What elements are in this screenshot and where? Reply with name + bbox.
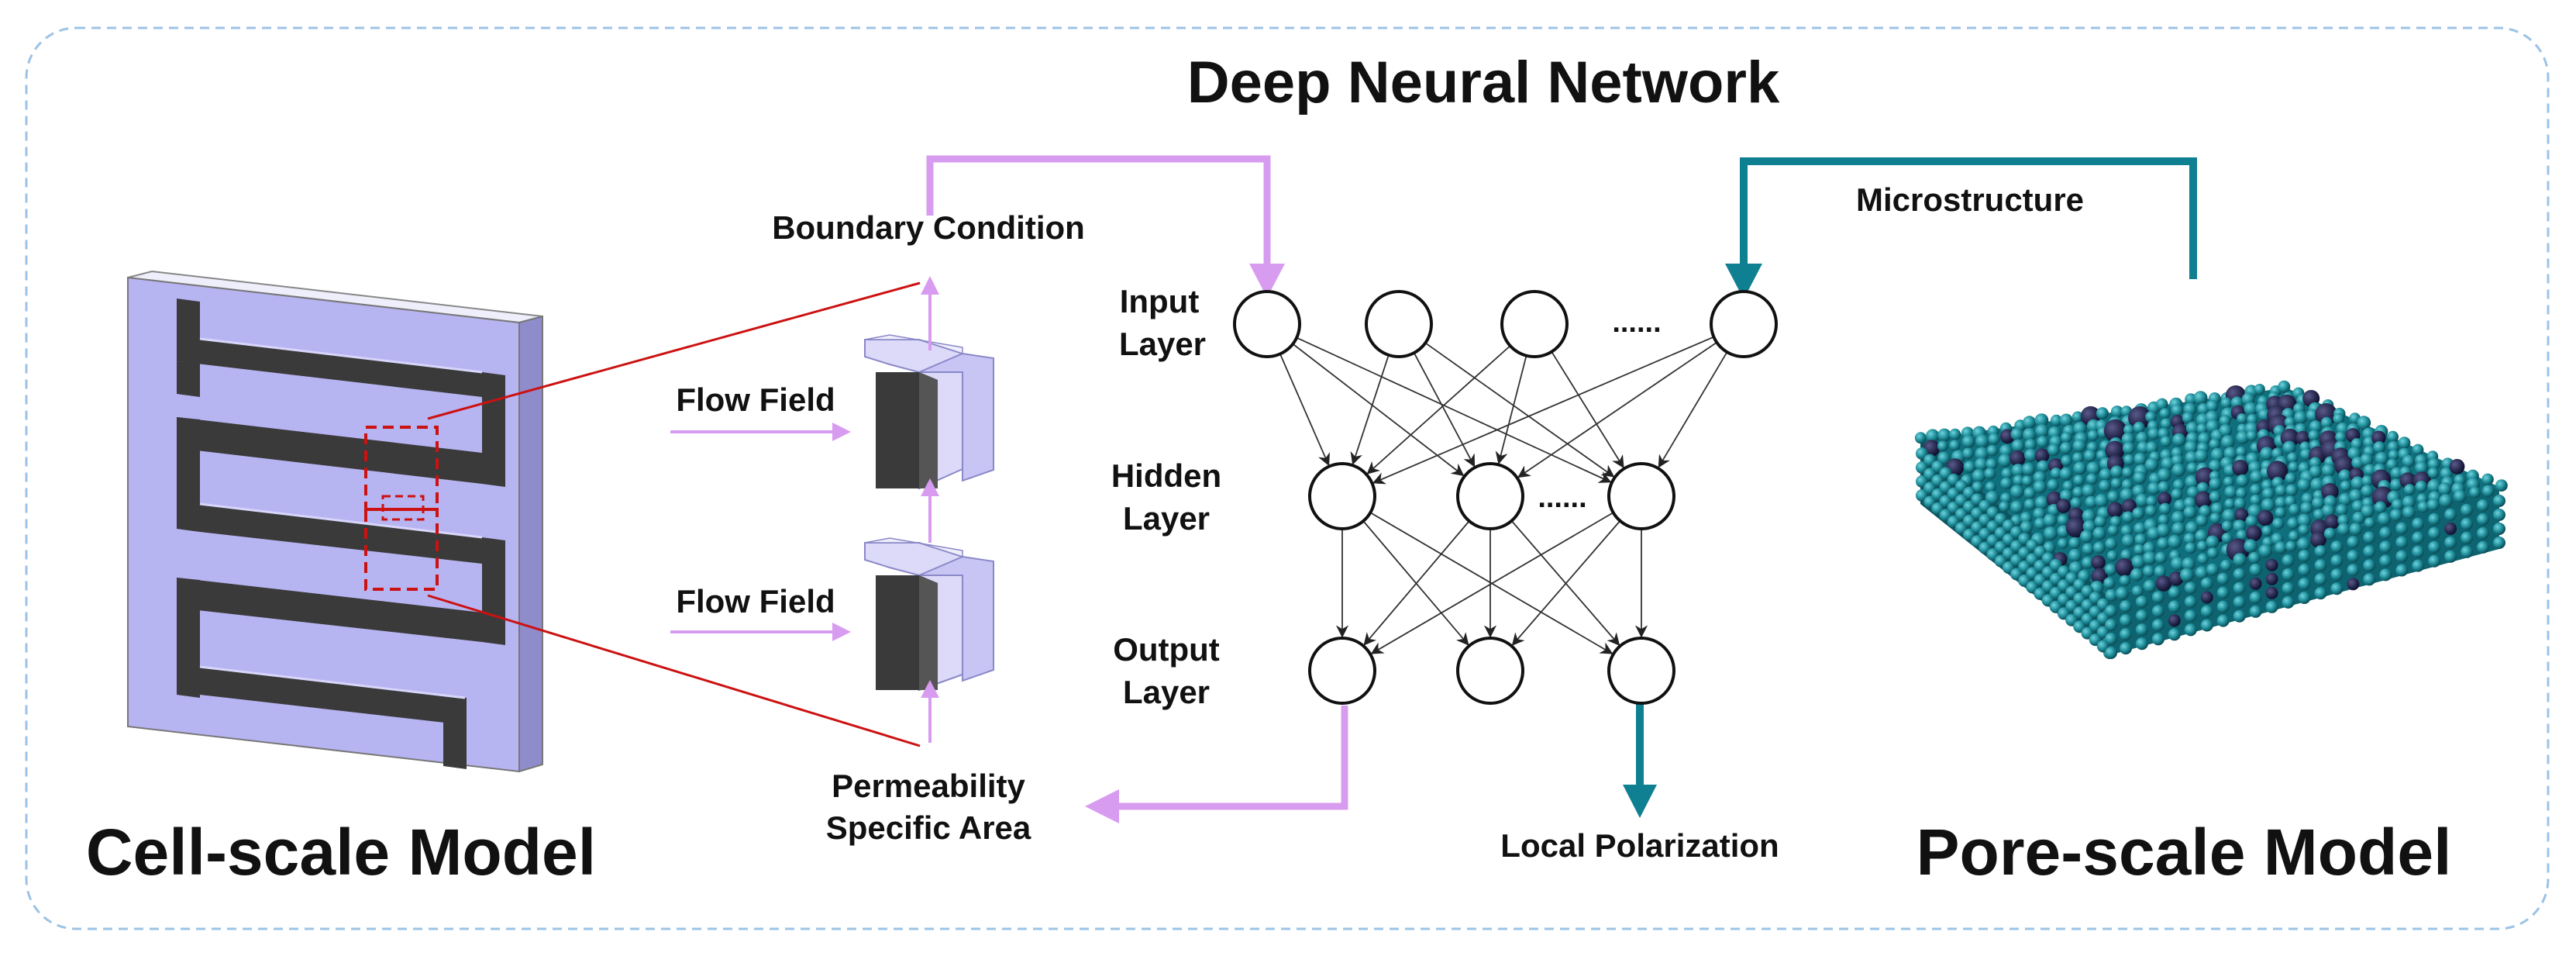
diagram-title: Deep Neural Network [1187,50,1780,116]
input-layer-node [1233,290,1301,358]
output-layer-label-line2: Layer [1123,674,1210,710]
network-connection [1658,351,1728,468]
local-polarization-label: Local Polarization [1500,827,1779,864]
network-connection [1511,520,1621,646]
pore-block-bottom [864,537,994,692]
network-connection [1413,352,1476,468]
output-layer-node [1456,637,1524,705]
input-layer-label-line2: Layer [1119,326,1206,362]
microstructure-label: Microstructure [1856,181,2084,218]
microstructure-arrow [1740,157,2197,279]
network-connection [1362,520,1469,646]
network-connection [1372,336,1714,485]
highlight-box-inner [381,495,425,521]
pore-scale-model-label: Pore-scale Model [1917,816,2452,889]
permeability-return-arrow [1116,706,1348,810]
hidden-layer-label-line1: Hidden [1111,457,1221,494]
highlight-box-bottom [364,508,439,591]
network-connection [1279,354,1330,467]
cell-scale-model-plate [127,270,543,773]
cell-scale-model-label: Cell-scale Model [86,816,596,889]
hidden-layer-node [1607,462,1675,530]
input-layer-node [1710,290,1778,358]
pore-block-top [864,334,994,490]
network-connection [1517,341,1717,478]
input-layer-label-line1: Input [1120,283,1200,319]
network-connection [1424,342,1615,478]
hidden-layer-ellipsis: ...... [1538,481,1586,514]
hidden-layer-label-line2: Layer [1123,500,1210,537]
flow-field-label-top: Flow Field [676,381,835,418]
hidden-layer-node [1308,462,1376,530]
network-connections [1279,336,1728,654]
network-connection [1510,520,1620,646]
zoom-line-top [427,281,921,420]
zoom-line-bottom [427,594,921,747]
network-connection [1551,351,1624,469]
input-layer-node [1365,290,1433,358]
flow-field-label-bottom: Flow Field [676,583,835,620]
network-connection [1363,520,1470,646]
dashed-border [25,26,2550,930]
hidden-layer-node [1456,462,1524,530]
network-connection [1292,343,1465,477]
network-connection [1370,512,1614,654]
network-connection [1296,336,1612,483]
output-layer-node [1607,637,1675,705]
output-layer-node [1308,637,1376,705]
network-connection [1350,354,1390,465]
boundary-condition-arrow [926,155,1271,267]
specific-area-label: Specific Area [826,809,1031,846]
input-layer-ellipsis: ...... [1612,306,1661,339]
permeability-label: Permeability [832,768,1025,804]
pore-scale-model-sample [1914,380,2508,659]
output-layer-label-line1: Output [1113,631,1220,668]
network-connection [1366,345,1511,475]
input-layer-node [1500,290,1569,358]
network-nodes [1233,290,1778,705]
boundary-condition-label: Boundary Condition [772,209,1085,246]
network-connection [1495,355,1527,464]
